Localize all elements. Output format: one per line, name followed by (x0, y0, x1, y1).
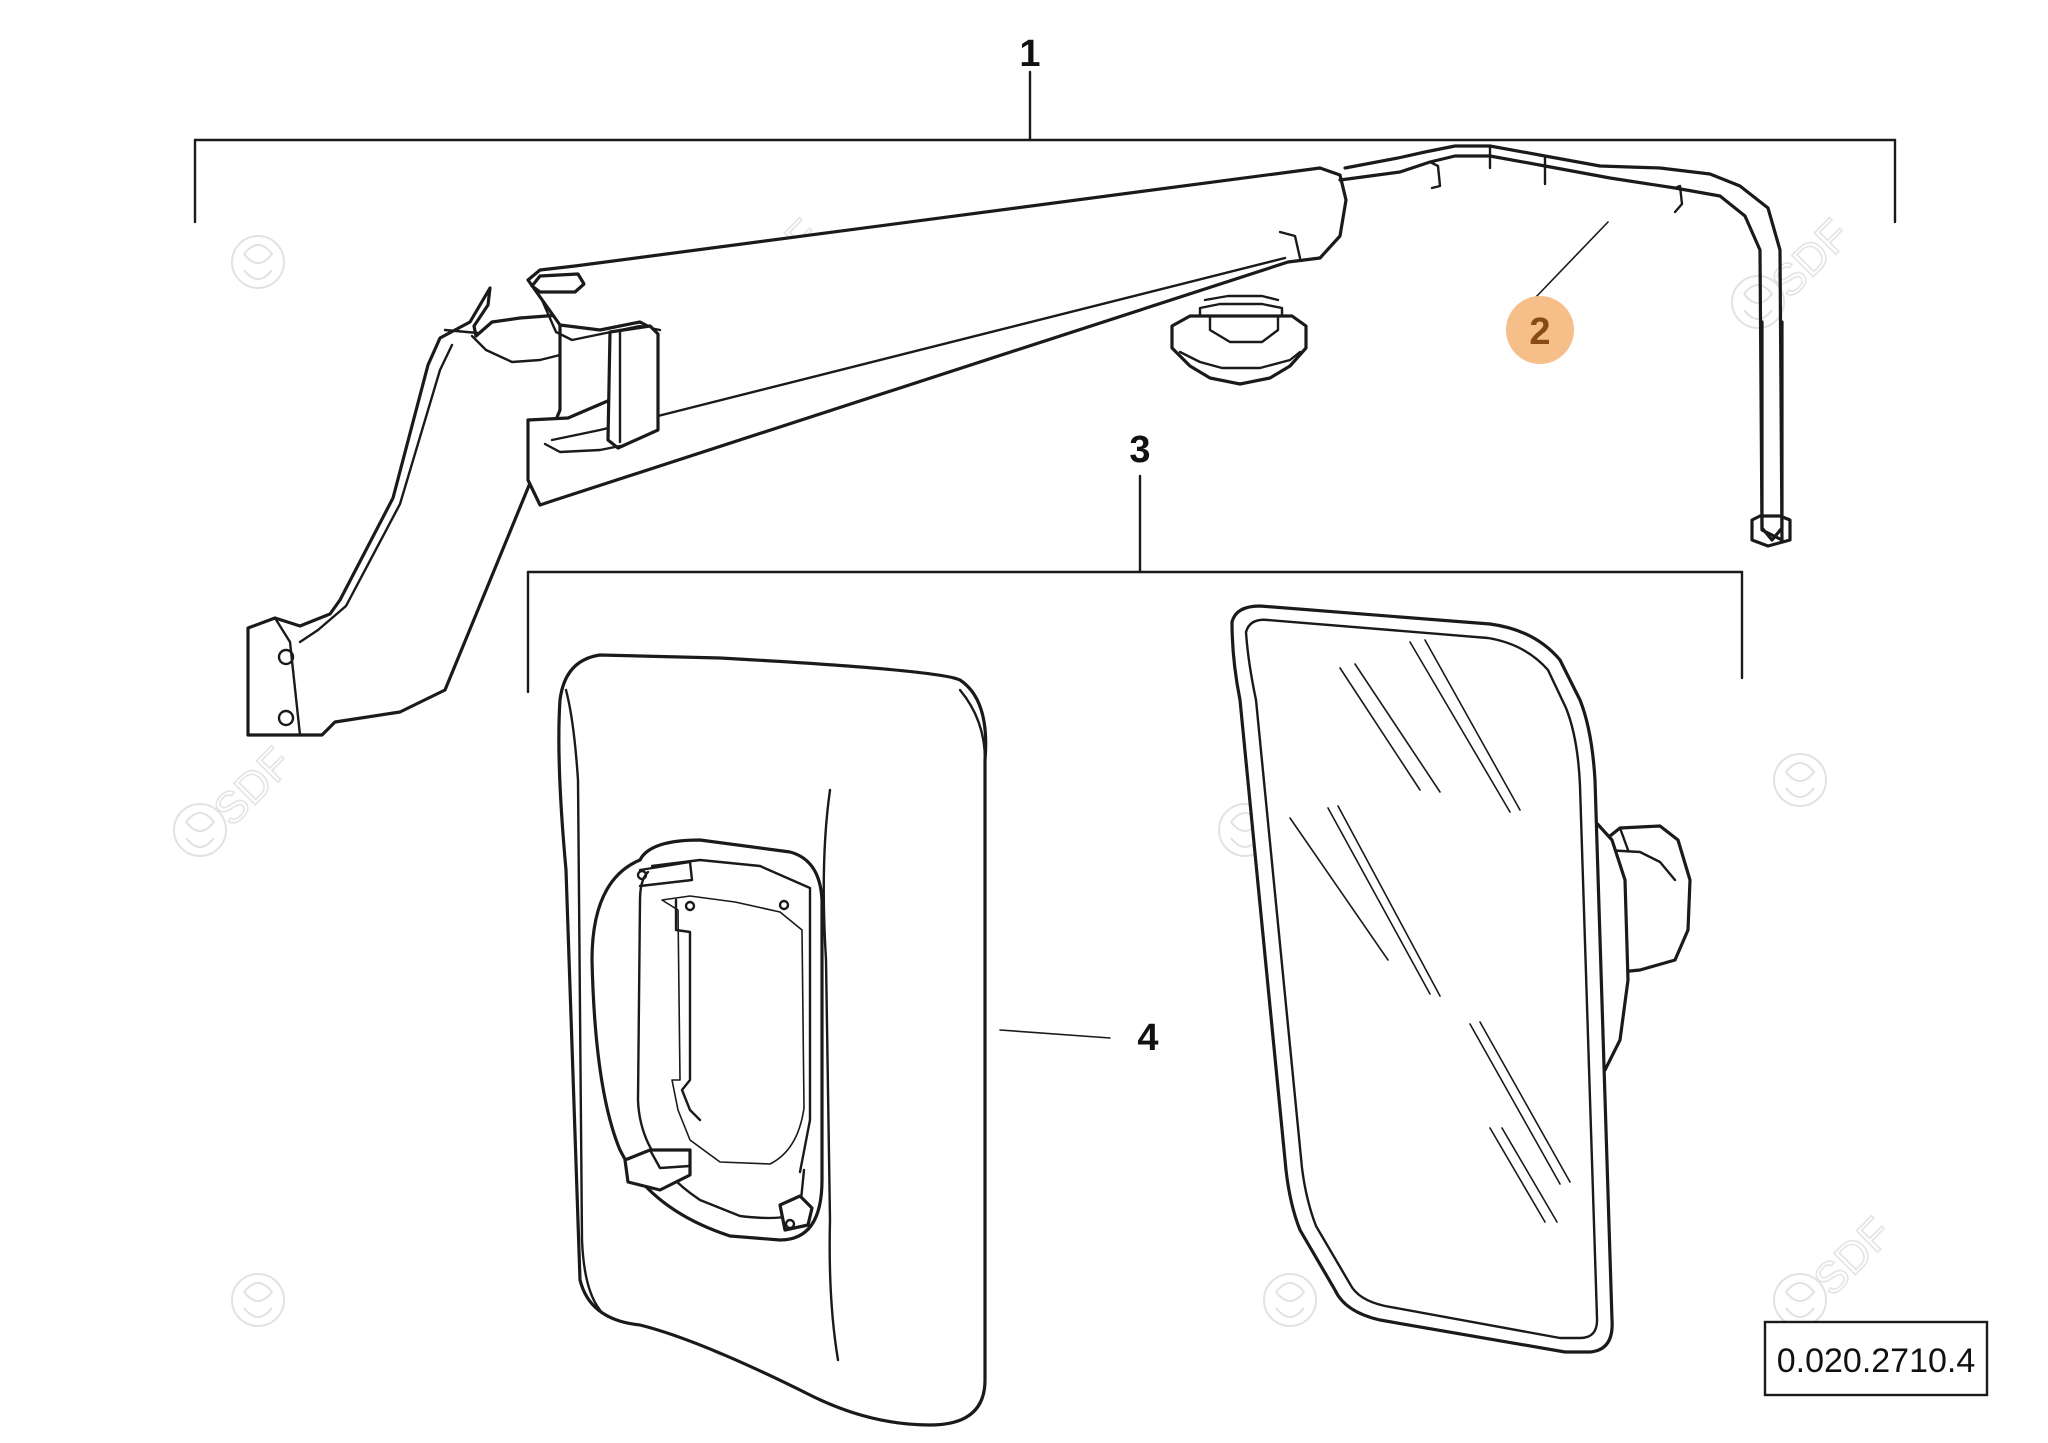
part-label-2-group[interactable]: 2 (1506, 296, 1574, 364)
part-label-3[interactable]: 3 (1129, 429, 1150, 471)
leader-line-2 (1534, 221, 1609, 299)
watermark-text: SDF (1804, 1208, 1901, 1305)
mirror-arm-icon (246, 144, 1792, 737)
mirror-housing-icon (557, 653, 988, 1427)
sdf-logo-icon (173, 803, 227, 857)
part-label-2[interactable]: 2 (1529, 311, 1550, 353)
sdf-logo-icon (1731, 275, 1785, 329)
sdf-logo-icon (1263, 1273, 1317, 1327)
watermark-text: SDF (1762, 210, 1859, 307)
watermark-text: SDF (204, 738, 301, 835)
reference-code: 0.020.2710.4 (1777, 1342, 1976, 1380)
leader-line-4 (999, 1029, 1111, 1039)
sdf-logo-icon (1773, 753, 1827, 807)
assembly-bracket-3 (526, 474, 1744, 694)
part-label-4[interactable]: 4 (1137, 1017, 1158, 1059)
part-label-1[interactable]: 1 (1019, 33, 1040, 75)
sdf-logo-icon (231, 235, 285, 289)
sdf-logo-icon (231, 1273, 285, 1327)
highlight-badge[interactable] (1506, 296, 1574, 364)
assembly-bracket-1 (193, 70, 1897, 224)
mirror-glass-icon (1230, 604, 1692, 1354)
reference-code-box: 0.020.2710.4 (1763, 1320, 1989, 1397)
